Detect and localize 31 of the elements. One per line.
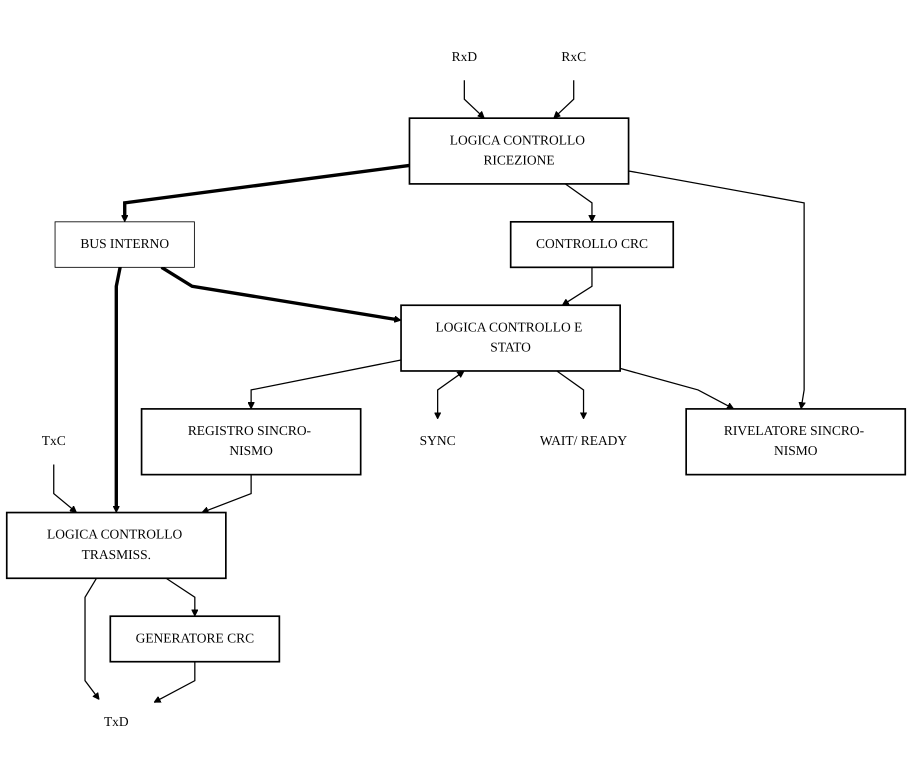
node-text: RxC: [561, 50, 586, 64]
arrow: [84, 578, 100, 700]
arrow: [620, 368, 734, 410]
node-box: LOGICA CONTROLLO RICEZIONE: [408, 117, 630, 185]
node-text: RxD: [452, 50, 478, 64]
arrow: [628, 170, 806, 410]
node-box: GENERATORE CRC: [109, 615, 280, 663]
node-box: CONTROLLO CRC: [510, 221, 674, 268]
arrow: [53, 464, 77, 513]
node-box: RIVELATORE SINCRO- NISMO: [685, 408, 906, 476]
node-box: LOGICA CONTROLLO E STATO: [400, 304, 621, 372]
node-box: BUS INTERNO: [54, 221, 195, 268]
node-box: LOGICA CONTROLLO TRASMISS.: [6, 512, 227, 580]
node-text: WAIT/ READY: [540, 434, 628, 449]
arrow: [247, 359, 402, 410]
arrow: [160, 266, 402, 323]
arrow: [562, 267, 593, 306]
arrow: [556, 370, 588, 420]
arrow: [112, 267, 122, 513]
arrow: [121, 164, 410, 222]
arrow: [564, 183, 596, 222]
node-box: REGISTRO SINCRO- NISMO: [140, 408, 362, 476]
node-text: TxC: [42, 434, 66, 449]
arrow: [464, 80, 485, 119]
arrow: [154, 662, 196, 703]
arrow: [166, 578, 199, 617]
arrow: [201, 474, 252, 514]
arrow: [434, 370, 464, 420]
arrow: [553, 80, 574, 119]
node-text: TxD: [104, 714, 129, 730]
node-text: SYNC: [420, 434, 456, 449]
